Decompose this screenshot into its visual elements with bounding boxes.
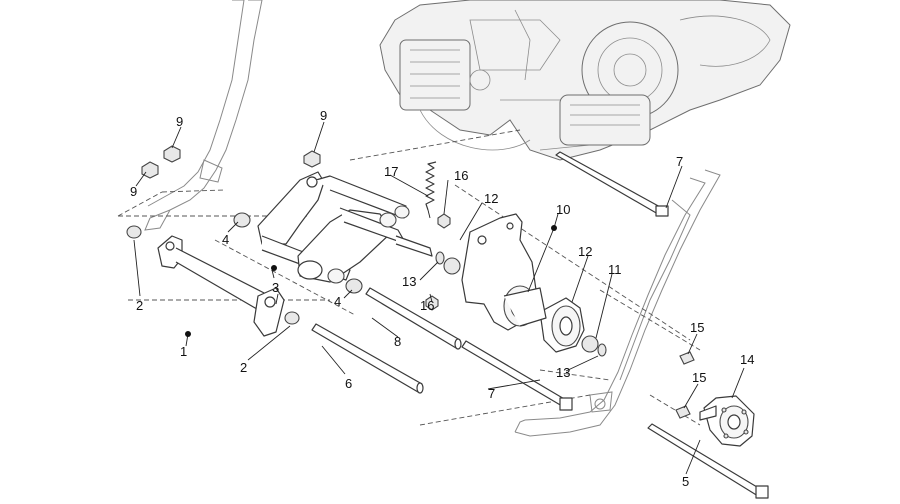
callout-9-top: 9 (176, 114, 183, 129)
callout-7-top: 7 (676, 154, 683, 169)
callout-10: 10 (556, 202, 570, 217)
callout-11: 11 (608, 262, 622, 277)
callout-9-center: 9 (320, 108, 327, 123)
engine-assembly (379, 0, 791, 161)
part-17-spring (425, 161, 437, 219)
callout-1: 1 (180, 344, 187, 359)
callout-15-top: 15 (690, 320, 704, 335)
part-13-washers (435, 251, 607, 357)
part-10-engine-bracket (461, 213, 547, 331)
callout-3: 3 (272, 280, 279, 295)
callout-4-right: 4 (334, 294, 341, 309)
callout-labels: 9 9 9 17 16 12 10 12 11 13 13 16 7 7 8 6… (130, 108, 754, 489)
leader-lines (133, 121, 745, 475)
callout-17: 17 (384, 164, 398, 179)
part-5-bolt (647, 423, 769, 499)
part-11-bush (581, 335, 599, 353)
callout-16-top: 16 (454, 168, 468, 183)
frame-left-bracket (144, 0, 263, 231)
frame-right-rail (514, 169, 721, 437)
callout-6: 6 (345, 376, 352, 391)
callout-8: 8 (394, 334, 401, 349)
callout-15-bottom: 15 (692, 370, 706, 385)
callout-2-bottom: 2 (240, 360, 247, 375)
part-9-nuts (141, 145, 321, 179)
part-15-screws (675, 351, 695, 419)
part-8-pin (365, 287, 462, 350)
part-14-bearing-cap (699, 395, 755, 447)
swing-arm (257, 171, 433, 284)
part-4-spacers (233, 212, 363, 294)
part-2-bushes (126, 225, 300, 325)
callout-16-bottom: 16 (420, 298, 434, 313)
callout-2-left: 2 (136, 298, 143, 313)
callout-12-right: 12 (578, 244, 592, 259)
part-6-pin (311, 323, 424, 394)
callout-14: 14 (740, 352, 754, 367)
callout-4-left: 4 (222, 232, 229, 247)
part-12-silent-blocks (443, 257, 585, 353)
assembly-guide-lines (117, 129, 701, 426)
callout-12-top: 12 (484, 191, 498, 206)
callout-13-left: 13 (402, 274, 416, 289)
callout-7-bottom: 7 (488, 386, 495, 401)
part-16-nuts (425, 213, 451, 311)
callout-13-right: 13 (556, 365, 570, 380)
callout-9-left: 9 (130, 184, 137, 199)
callout-5: 5 (682, 474, 689, 489)
part-7-bolts (461, 151, 669, 411)
